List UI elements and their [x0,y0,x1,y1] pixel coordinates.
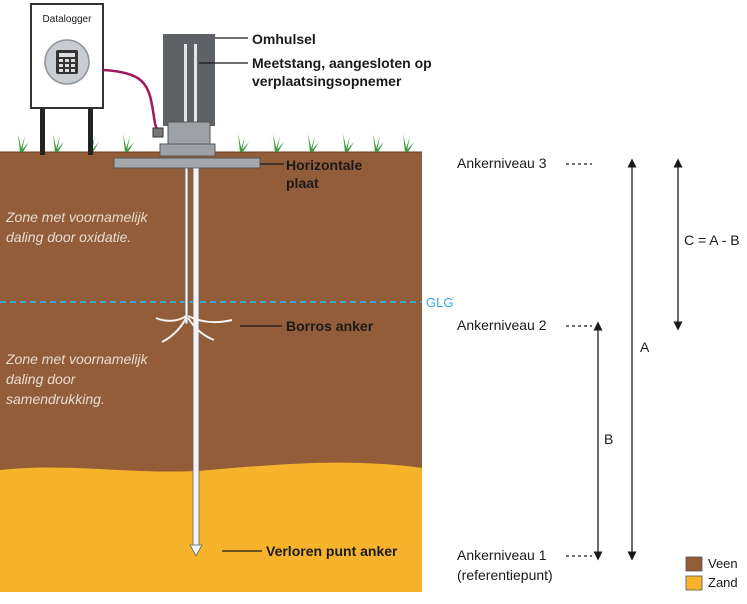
omhulsel-label: Omhulsel [252,31,316,47]
ankerniveau-2: Ankerniveau 2 [457,317,547,333]
zone-samendrukking-line1: Zone met voornamelijk [5,351,149,367]
datalogger-label: Datalogger [43,14,93,25]
horizontal-plate [113,157,261,169]
ankerniveau-3: Ankerniveau 3 [457,155,547,171]
sand-layer [0,462,422,592]
measure-a-label: A [640,339,650,355]
verloren-label: Verloren punt anker [266,543,398,559]
legend-swatch-zand [685,575,703,591]
meetstang-label-line1: Meetstang, aangesloten op [252,55,432,71]
legend-label-zand: Zand [708,575,738,590]
zone-samendrukking-line2: daling door [6,371,77,387]
measure-c-label: C = A - B [684,232,740,248]
glg-label: GLG [426,295,453,310]
ankerniveau-1: Ankerniveau 1 [457,547,547,563]
legend-label-veen: Veen [708,556,738,571]
measure-b-label: B [604,431,613,447]
meetstang-label-line2: verplaatsingsopnemer [252,73,402,89]
zone-samendrukking-line3: samendrukking. [6,391,105,407]
datalogger: Datalogger [30,3,104,155]
casing [159,34,216,157]
legend-swatch-veen [685,556,703,572]
data-cable [102,68,161,134]
borros-anchor [155,315,233,343]
ankerniveau-1-sub: (referentiepunt) [457,567,553,583]
calculator-icon [44,39,90,85]
plaat-label-line2: plaat [286,175,319,191]
cable-connector [152,127,164,138]
leader-lines [199,37,284,552]
borros-label: Borros anker [286,318,374,334]
legend: Veen Zand [685,556,738,591]
plaat-label-line1: Horizontale [286,157,362,173]
zone-oxidatie-line1: Zone met voornamelijk [5,209,149,225]
zone-oxidatie-line2: daling door oxidatie. [6,229,131,245]
rod-tip-icon [189,544,203,557]
